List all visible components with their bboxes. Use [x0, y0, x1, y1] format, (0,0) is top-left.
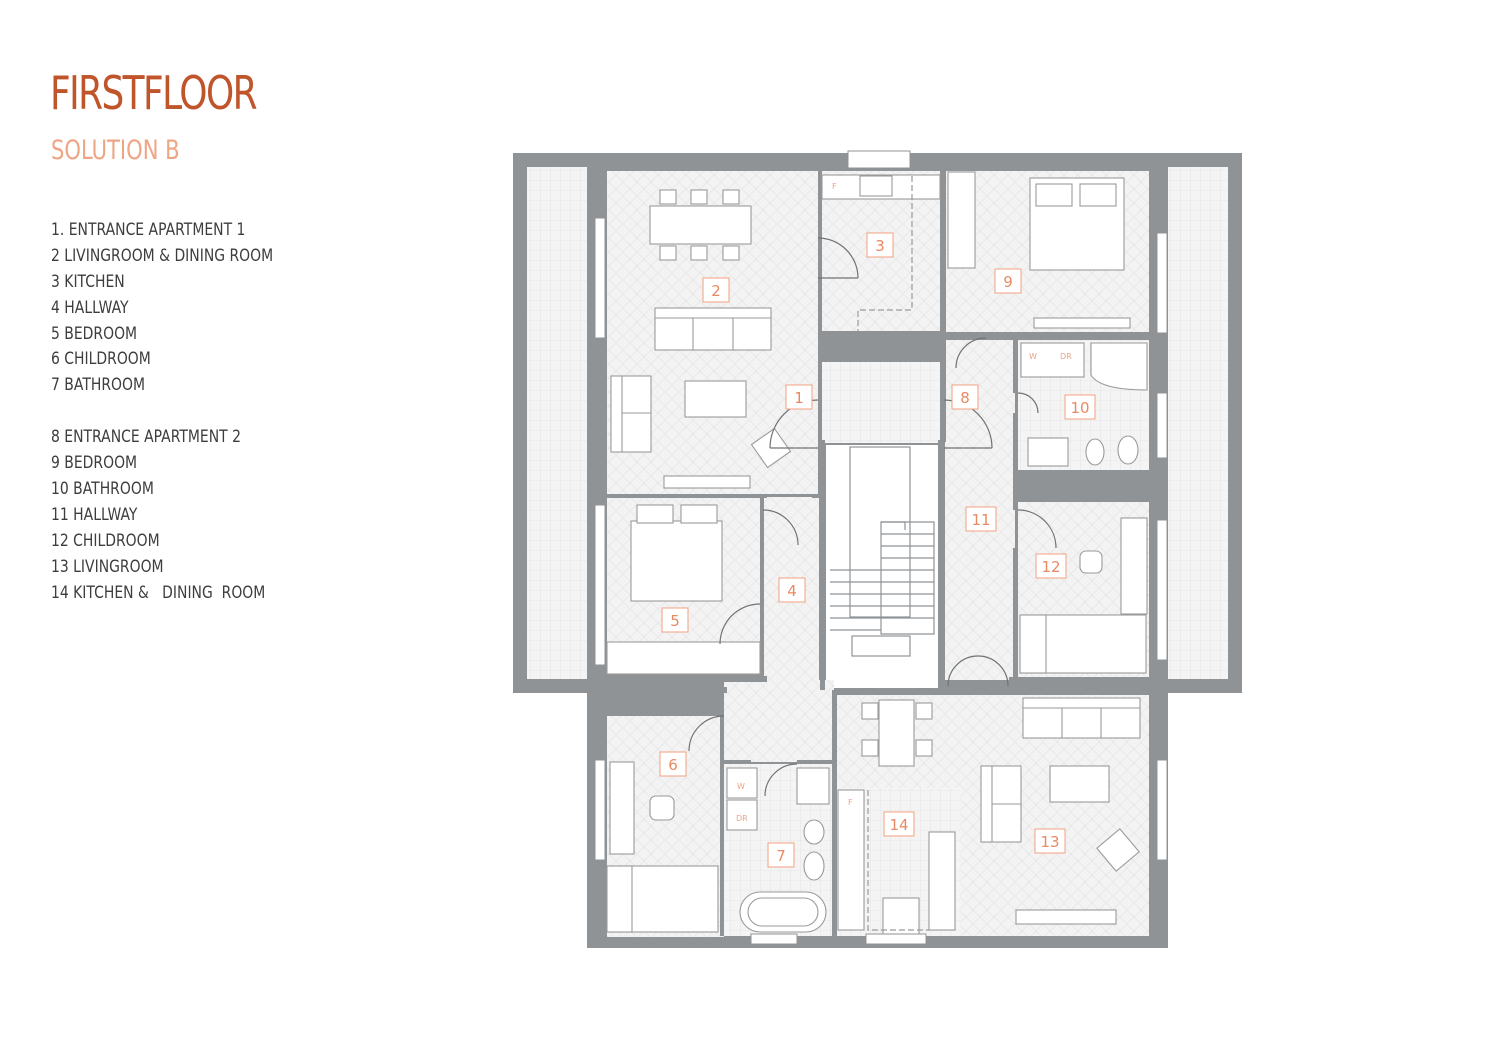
room-label-13: 13: [1034, 828, 1066, 854]
room-label-5: 5: [661, 607, 689, 633]
svg-text:2: 2: [711, 282, 721, 300]
legend-item: 4 HALLWAY: [51, 297, 129, 318]
legend-item: 5 BEDROOM: [51, 323, 138, 344]
page-title: FIRSTFLOOR: [50, 66, 258, 120]
room-label-4: 4: [778, 577, 806, 603]
room-label-6: 6: [659, 751, 687, 777]
legend-item: 13 LIVINGROOM: [51, 556, 164, 577]
room-label-14: 14: [883, 811, 915, 837]
svg-text:14: 14: [889, 816, 908, 834]
svg-text:5: 5: [670, 612, 680, 630]
svg-text:4: 4: [787, 582, 797, 600]
room-labels: 1 2 3 4 5 6 7 8 9 10 11 12 13 14: [659, 232, 1096, 868]
svg-text:9: 9: [1003, 273, 1013, 291]
legend-item: 1. ENTRANCE APARTMENT 1: [51, 220, 246, 240]
svg-text:11: 11: [971, 511, 990, 529]
room-label-10: 10: [1064, 394, 1096, 420]
room-label-12: 12: [1035, 553, 1067, 579]
legend-item: 6 CHILDROOM: [51, 349, 151, 370]
counter-outlines: [857, 176, 929, 931]
fixture-labels: F W DR W DR F: [736, 182, 1072, 823]
svg-text:8: 8: [960, 389, 970, 407]
legend-item: 14 KITCHEN & DINING ROOM: [51, 582, 266, 603]
room-label-1: 1: [785, 384, 813, 410]
staircase: [830, 446, 935, 657]
legend-item: 8 ENTRANCE APARTMENT 2: [51, 427, 241, 448]
room-label-3: 3: [866, 232, 894, 258]
svg-text:1: 1: [794, 389, 804, 407]
svg-text:6: 6: [668, 756, 678, 774]
legend-item: 10 BATHROOM: [51, 479, 154, 500]
furniture: [606, 171, 1148, 935]
page-subtitle: SOLUTION B: [51, 135, 180, 166]
legend-item: 2 LIVINGROOM & DINING ROOM: [51, 245, 274, 266]
washer-label: W: [1029, 352, 1037, 361]
fridge-label: F: [848, 798, 853, 807]
legend-item: 9 BEDROOM: [51, 453, 138, 474]
legend-item: 11 HALLWAY: [51, 504, 138, 525]
svg-text:13: 13: [1040, 833, 1059, 851]
room-label-2: 2: [702, 277, 730, 303]
svg-text:12: 12: [1041, 558, 1060, 576]
washer-label: W: [737, 782, 745, 791]
room-legend: 1. ENTRANCE APARTMENT 1 2 LIVINGROOM & D…: [51, 218, 273, 606]
room-label-11: 11: [965, 506, 997, 532]
room-label-8: 8: [951, 384, 979, 410]
dryer-label: DR: [1060, 352, 1072, 361]
doors: [688, 237, 1057, 797]
legend-item: 3 KITCHEN: [51, 271, 125, 292]
room-label-7: 7: [767, 842, 795, 868]
fridge-label: F: [832, 182, 837, 191]
dryer-label: DR: [736, 814, 748, 823]
svg-text:7: 7: [776, 847, 786, 865]
svg-text:10: 10: [1070, 399, 1089, 417]
legend-item: 7 BATHROOM: [51, 375, 145, 396]
svg-text:3: 3: [875, 237, 885, 255]
legend-item: 12 CHILDROOM: [51, 530, 160, 551]
room-label-9: 9: [994, 268, 1022, 294]
